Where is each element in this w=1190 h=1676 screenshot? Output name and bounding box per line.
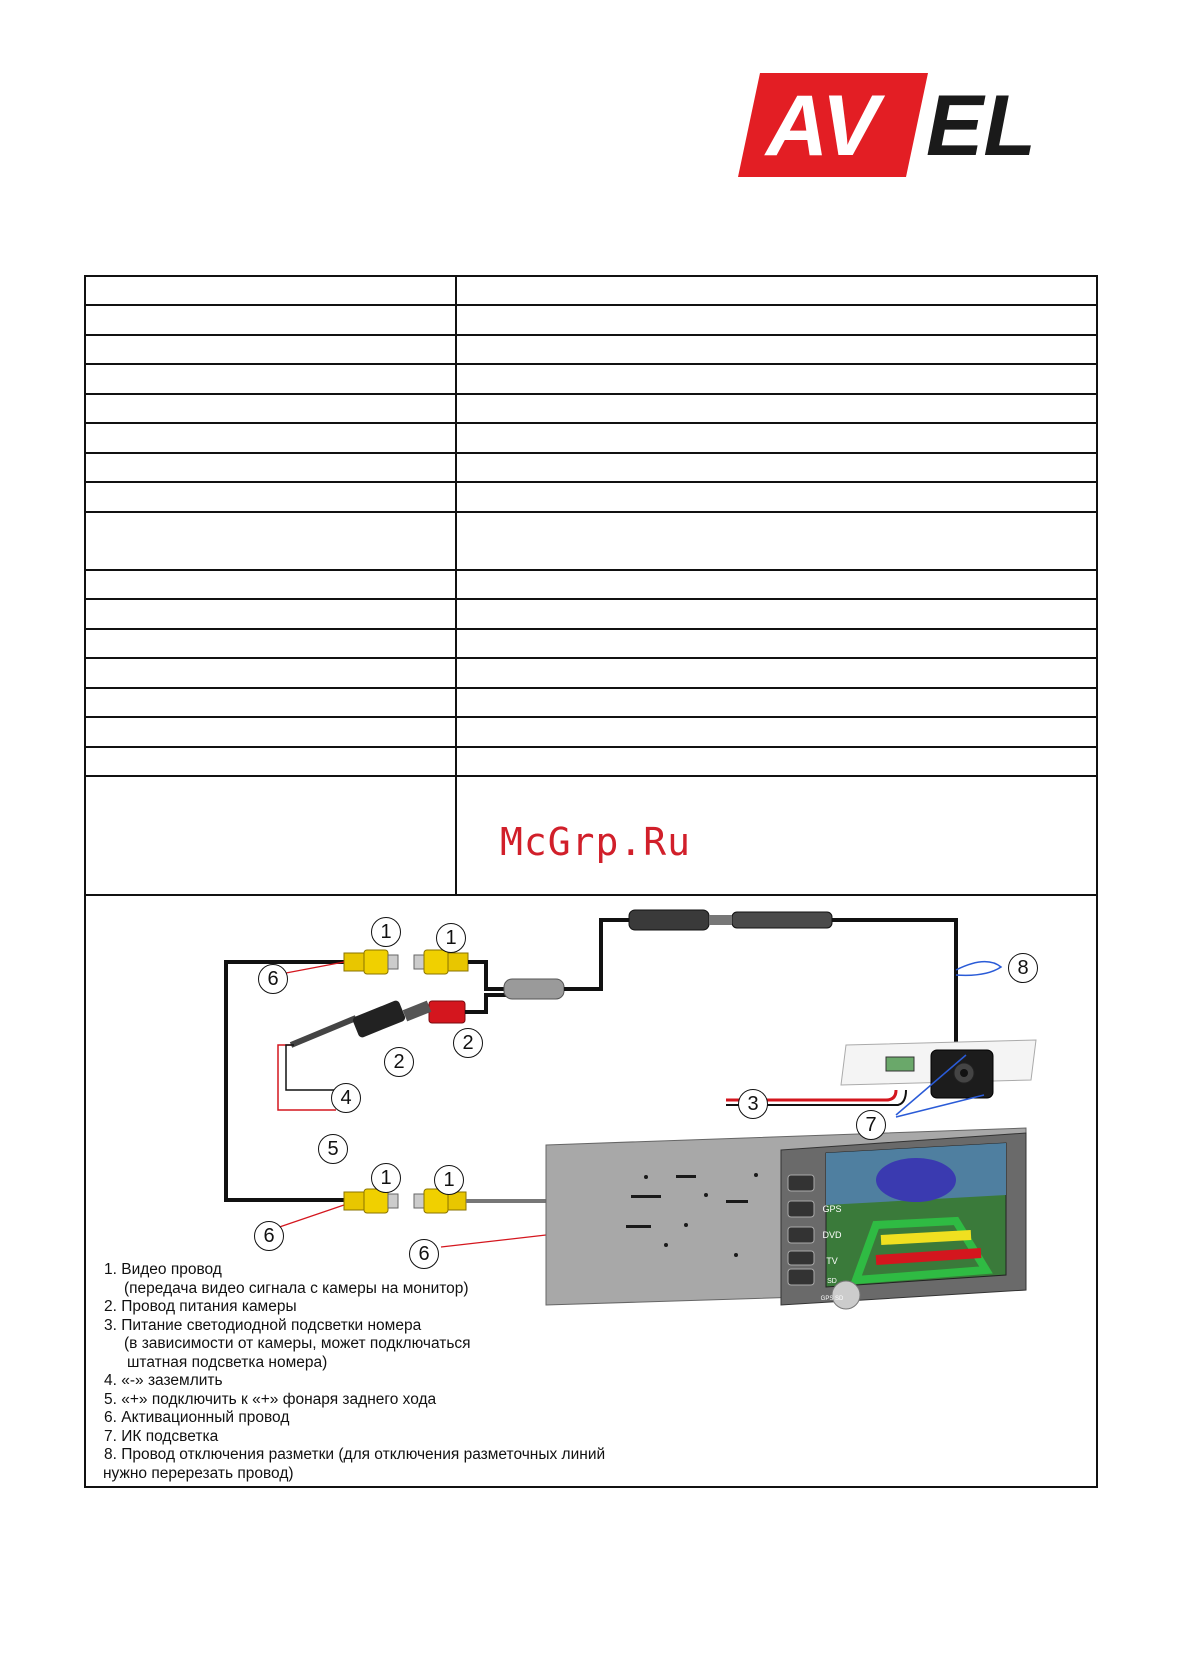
callout-3: 3 (738, 1089, 768, 1119)
table-row (86, 365, 1096, 395)
logo-text-av: AV (764, 78, 886, 174)
callout-2: 2 (384, 1047, 414, 1077)
table-row (86, 424, 1096, 454)
monitor-button-gps: GPS (822, 1204, 842, 1214)
extension-connector-male (628, 909, 710, 931)
legend-item: нужно перерезать провод) (103, 1464, 294, 1482)
table-row (86, 395, 1096, 424)
table-row (86, 454, 1096, 483)
legend-item: 2. Провод питания камеры (104, 1298, 297, 1315)
callout-8: 8 (1008, 953, 1038, 983)
logo-text-el: EL (926, 78, 1036, 174)
legend-item: 8. Провод отключения разметки (для отклю… (104, 1446, 606, 1463)
rear-camera (840, 1039, 1037, 1099)
callout-1: 1 (371, 917, 401, 947)
callout-4: 4 (331, 1083, 361, 1113)
table-row (86, 777, 1096, 894)
avel-logo: AV EL (738, 73, 1036, 177)
rca-connector-upper-right (413, 949, 469, 975)
legend-item: (в зависимости от камеры, может подключа… (124, 1335, 471, 1352)
table-row (86, 483, 1096, 513)
callout-1: 1 (436, 923, 466, 953)
legend-item: 6. Активационный провод (104, 1409, 290, 1426)
table-row (86, 689, 1096, 718)
monitor-button-gps-sd: GPS SD (820, 1296, 844, 1302)
wiring-diagram-drawing (224, 909, 1037, 1310)
spec-table (84, 275, 1098, 896)
table-row (86, 306, 1096, 336)
dc-power-plug (289, 1000, 432, 1048)
legend-item: 1. Видео провод (104, 1261, 222, 1278)
callout-6: 6 (258, 964, 288, 994)
monitor-button-dvd: DVD (822, 1230, 842, 1240)
cable-splitter (503, 978, 565, 1000)
rca-connector-upper-left (343, 949, 399, 975)
callout-6: 6 (254, 1221, 284, 1251)
monitor-button-tv: TV (826, 1256, 838, 1266)
table-row (86, 277, 1096, 306)
legend-item: штатная подсветка номера) (127, 1353, 328, 1371)
legend-list: 1. Видео провод (передача видео сигнала … (103, 1261, 664, 1483)
callout-1: 1 (434, 1165, 464, 1195)
legend-item: 3. Питание светодиодной подсветки номера (104, 1316, 422, 1334)
table-row (86, 336, 1096, 365)
legend-item: 7. ИК подсветка (104, 1427, 219, 1445)
legend-item: 4. «-» заземлить (104, 1372, 223, 1389)
logo-red-block (738, 73, 928, 177)
callout-7: 7 (856, 1110, 886, 1140)
marking-wire (955, 961, 1003, 977)
monitor-button-sd: SD (827, 1278, 837, 1285)
table-row (86, 630, 1096, 659)
table-row (86, 600, 1096, 630)
head-unit-monitor (545, 1127, 1027, 1310)
table-row (86, 571, 1096, 600)
callout-5: 5 (318, 1134, 348, 1164)
callout-6: 6 (409, 1239, 439, 1269)
callout-1: 1 (371, 1163, 401, 1193)
table-row (86, 748, 1096, 777)
callout-2: 2 (453, 1028, 483, 1058)
legend-item: 5. «+» подключить к «+» фонаря заднего х… (104, 1390, 437, 1408)
table-row (86, 659, 1096, 689)
watermark-text: McGrp.Ru (500, 820, 692, 864)
video-cable-loop (224, 960, 346, 1202)
power-connector-red (428, 993, 506, 1024)
extension-connector-female (731, 911, 833, 929)
wiring-diagram: 1 1 2 2 3 4 5 6 7 8 1 1 6 6 GPS DVD TV S… (84, 895, 1098, 1488)
rca-connector-lower-left (343, 1188, 399, 1214)
legend-item: (передача видео сигнала с камеры на мони… (124, 1279, 469, 1297)
table-row (86, 718, 1096, 748)
table-row (86, 513, 1096, 571)
